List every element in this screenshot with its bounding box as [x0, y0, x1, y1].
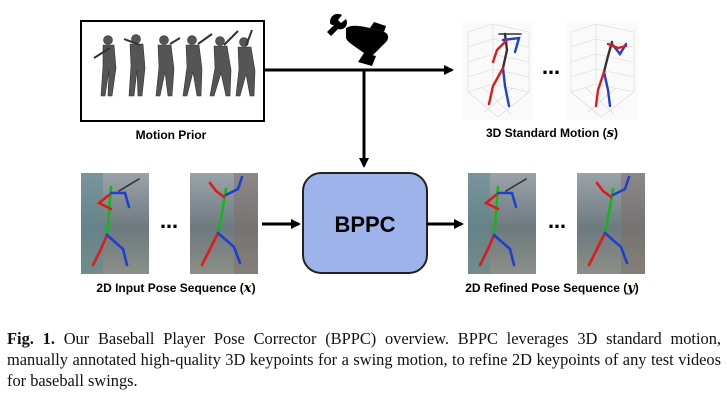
bppc-module: BPPC [302, 172, 428, 274]
video-frame-with-2d-skeleton [190, 173, 258, 274]
video-frame-with-2d-skeleton [468, 173, 536, 274]
baseball-player-silhouette [93, 35, 117, 97]
baseball-player-silhouette [155, 35, 181, 97]
caption-text: Our Baseball Player Pose Corrector (BPPC… [7, 329, 721, 390]
video-frame-with-2d-skeleton [577, 173, 645, 274]
baseball-player-silhouette [123, 34, 146, 97]
motion-prior-label: Motion Prior [136, 128, 207, 142]
3d-skeleton-plot [566, 22, 638, 120]
standard-ellipsis: … [542, 58, 560, 79]
input-ellipsis-left: … [160, 212, 178, 233]
motion-prior-image [80, 20, 265, 122]
input-sequence-label: 2D Input Pose Sequence (x) [96, 281, 255, 296]
caption-label: Fig. 1. [7, 329, 55, 348]
refined-sequence-label: 2D Refined Pose Sequence (y) [465, 281, 639, 296]
video-frame-with-2d-skeleton [81, 173, 149, 274]
baseball-player-silhouette [182, 33, 213, 97]
figure-caption: Fig. 1. Our Baseball Player Pose Correct… [7, 328, 721, 391]
baseball-player-silhouette [235, 29, 256, 97]
baseball-player-silhouette [209, 30, 239, 97]
standard-motion-label: 3D Standard Motion (s) [486, 126, 618, 141]
3d-skeleton-plot [463, 22, 533, 120]
refined-ellipsis: … [548, 212, 566, 233]
bppc-label: BPPC [334, 212, 395, 237]
wrench-hand-icon [327, 13, 389, 66]
